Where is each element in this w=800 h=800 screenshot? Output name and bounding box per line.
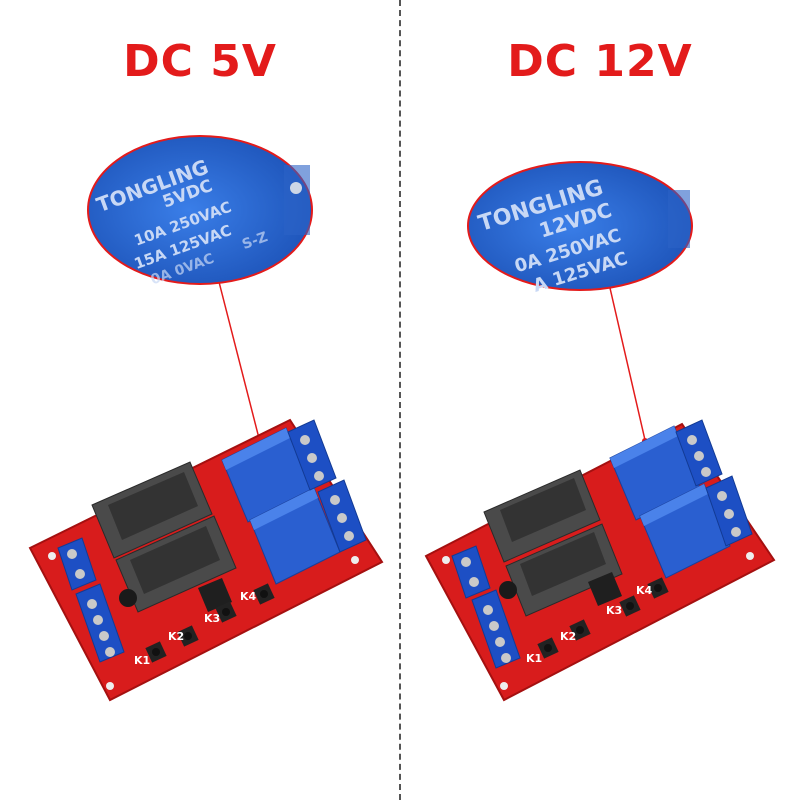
terminal-block-left-bottom bbox=[471, 589, 521, 669]
product-illustration: TONGLING 12VDC 0A 250VAC A 125VAC bbox=[424, 161, 776, 702]
mcu-chip bbox=[588, 572, 622, 606]
button-label-k2: K2 bbox=[168, 630, 184, 643]
relay-top bbox=[609, 425, 701, 521]
button-label-k1: K1 bbox=[134, 654, 150, 667]
capacitor bbox=[119, 589, 137, 607]
led-display-top bbox=[91, 461, 213, 559]
relay-module-board: K1 K2 K3 K4 bbox=[424, 419, 776, 702]
led-display-top bbox=[483, 469, 601, 563]
mcu-chip bbox=[198, 578, 232, 612]
panel-dc-12v: DC 12V TONGLING 12VDC 0A 250VAC A 125VAC bbox=[400, 0, 800, 800]
callout-line bbox=[609, 287, 646, 441]
zoom-relay-label: TONGLING 12VDC 0A 250VAC A 125VAC bbox=[467, 161, 693, 297]
button-label-k4: K4 bbox=[636, 584, 653, 597]
panel-dc-5v: DC 5V TONGLING 5VDC 10A 250VAC 15A 125VA… bbox=[28, 36, 384, 702]
panel-title: DC 12V bbox=[507, 36, 693, 87]
panel-title: DC 5V bbox=[123, 36, 277, 87]
terminal-block-right-top bbox=[287, 419, 337, 491]
terminal-block-left-top bbox=[57, 537, 97, 591]
push-buttons bbox=[145, 583, 275, 663]
button-label-k4: K4 bbox=[240, 590, 257, 603]
led-display-bottom bbox=[505, 523, 623, 617]
button-label-k3: K3 bbox=[606, 604, 622, 617]
terminal-block-left-bottom bbox=[75, 583, 125, 663]
terminal-block-left-top bbox=[451, 545, 491, 599]
terminal-block-right-top bbox=[675, 419, 723, 487]
capacitor bbox=[499, 581, 517, 599]
button-label-k3: K3 bbox=[204, 612, 220, 625]
callout-line bbox=[217, 277, 263, 451]
terminal-block-right-bottom bbox=[705, 475, 753, 547]
button-label-k1: K1 bbox=[526, 652, 542, 665]
terminal-block-right-bottom bbox=[317, 479, 367, 553]
relay-bottom bbox=[639, 483, 731, 579]
relay-module-board: K1 K2 K3 K4 bbox=[28, 418, 384, 702]
center-divider bbox=[399, 0, 401, 800]
push-buttons bbox=[537, 577, 669, 659]
button-label-k2: K2 bbox=[560, 630, 576, 643]
zoom-relay-label: TONGLING 5VDC 10A 250VAC 15A 125VAC 0A 0… bbox=[87, 135, 313, 288]
product-illustration: TONGLING 5VDC 10A 250VAC 15A 125VAC 0A 0… bbox=[28, 135, 384, 702]
